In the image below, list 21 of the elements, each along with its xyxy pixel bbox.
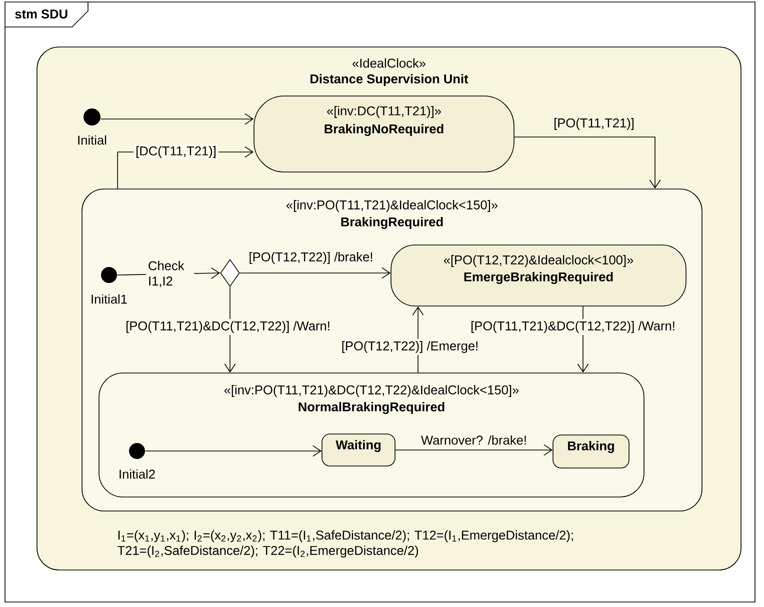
node-caption: Initial1 (92, 294, 127, 304)
transition-arrow (240, 267, 391, 279)
state-box: Waiting (322, 434, 396, 466)
edge-label: Check I1,I2 (146, 258, 194, 290)
edge-label: [PO(T11,T21)] (554, 118, 634, 130)
state-box: «[inv:DC(T11,T21)]» BrakingNoRequired (254, 96, 514, 172)
node-caption: Initial2 (120, 469, 155, 479)
state-box: Braking (552, 434, 630, 468)
edge-label: [PO(T11,T21)&DC(T12,T22)] /Warn! (468, 319, 678, 335)
transition-arrow (395, 444, 553, 456)
transition-arrow (514, 136, 661, 189)
node-caption: Initial (78, 135, 106, 145)
note-text: I$_{1}$=(x$_{1}$,y$_{1}$,x$_{1}$); I$_{2}$=(x$_{2}$,y$_{2}$,x$_{2}$); T11=(I$_{1}$,SafeDistance/2); T12=(I$_{1}$,EmergeDistance/2); T21=(I$_{2}$,SafeDistance/2); T22=(I$_{2}$,EmergeDistance/2) (118, 530, 573, 558)
edge-label: [DC(T11,T21)] (134, 144, 218, 160)
edge-label: Warnover? /brake! (421, 435, 526, 445)
edge-label: [PO(T12,T22)] /brake! (250, 252, 372, 264)
state-box: «[PO(T12,T22)&Idealclock<100]» EmergeBrakingRequired (390, 244, 686, 306)
transition-arrow (100, 113, 254, 125)
edge-label: [PO(T11,T21)&DC(T12,T22)] /Warn! (124, 319, 332, 335)
transition-arrow (144, 445, 322, 457)
edge-label: [PO(T12,T22)] /Emerge! (339, 339, 481, 355)
